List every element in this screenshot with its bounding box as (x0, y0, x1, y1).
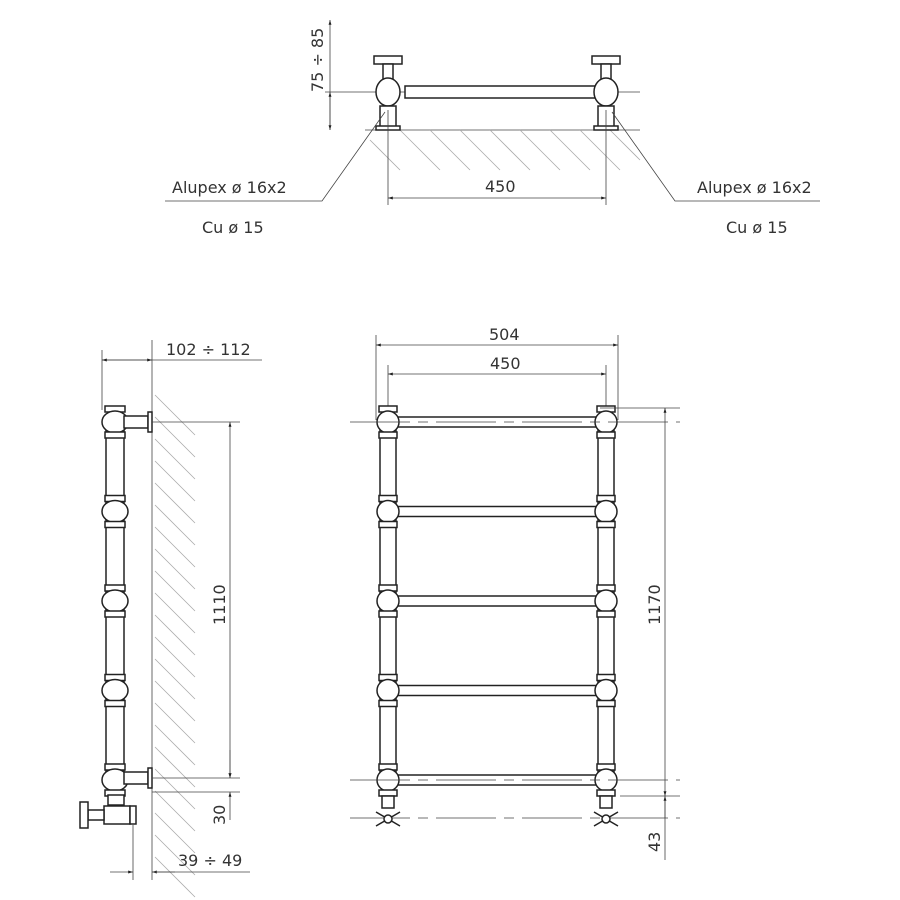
floor-hatching (365, 129, 641, 171)
right-cu-label: Cu ø 15 (726, 218, 788, 237)
top-rail (404, 85, 596, 99)
wall-hatching (154, 394, 196, 898)
side-knob (101, 494, 129, 529)
front-bottom-dim: 43 (645, 832, 664, 852)
column-knob (594, 673, 618, 708)
side-valve (79, 794, 137, 829)
column-knob (376, 673, 400, 708)
top-view: 75 ÷ 85 450 Alupex ø 16x2 Cu ø 15 Alupex… (165, 19, 820, 237)
front-overall-height: 1170 (645, 584, 664, 625)
left-cu-label: Cu ø 15 (202, 218, 264, 237)
column-knob (376, 494, 400, 529)
front-view: 504 450 1170 43 (350, 325, 680, 860)
right-pipe-label: Alupex ø 16x2 (697, 178, 812, 197)
side-knob (101, 584, 129, 618)
column-knob (594, 494, 618, 529)
front-right-valve (593, 795, 619, 827)
column-knob (376, 763, 400, 797)
column-knob (594, 405, 618, 439)
column-knob (594, 584, 618, 618)
left-pipe-label: Alupex ø 16x2 (172, 178, 287, 197)
column-knob (376, 584, 400, 618)
side-height-dim: 1110 (210, 584, 229, 625)
side-knob (101, 405, 129, 439)
side-bottom-dim: 30 (210, 805, 229, 825)
towel-rail (395, 684, 599, 697)
side-valve-dim: 39 ÷ 49 (178, 851, 242, 870)
towel-rail (395, 595, 599, 607)
top-width-dim: 450 (485, 177, 516, 196)
front-left-valve (375, 795, 401, 827)
front-overall-width: 504 (489, 325, 520, 344)
side-depth-dim: 102 ÷ 112 (166, 340, 251, 359)
front-axis-width: 450 (490, 354, 521, 373)
side-knob (101, 763, 129, 797)
side-view: 102 ÷ 112 1110 30 39 ÷ 49 (79, 340, 262, 898)
side-knob (101, 673, 129, 708)
towel-rail (395, 505, 599, 518)
top-height-dim: 75 ÷ 85 (308, 28, 327, 92)
